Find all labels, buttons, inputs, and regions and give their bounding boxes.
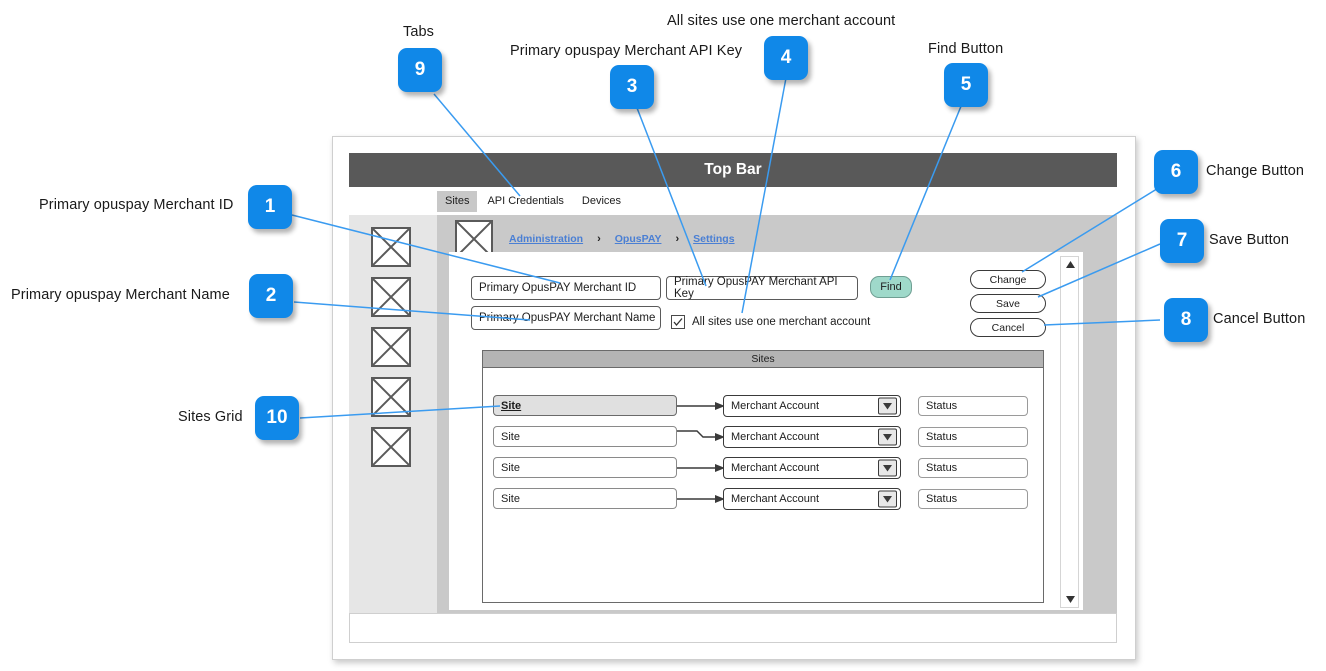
row-connector-arrow-icon (677, 495, 725, 503)
callout-badge-3: 3 (610, 65, 654, 109)
left-sidebar (349, 215, 437, 613)
sidebar-placeholder-icon[interactable] (371, 427, 411, 467)
sites-grid: Sites Site Merchant Account Status Site (482, 350, 1044, 603)
all-sites-one-account-row[interactable]: All sites use one merchant account (671, 315, 870, 329)
tab-strip: Sites API Credentials Devices (349, 187, 1117, 215)
site-field[interactable]: Site (493, 395, 677, 416)
callout-badge-1: 1 (248, 185, 292, 229)
all-sites-one-account-checkbox[interactable] (671, 315, 685, 329)
top-bar: Top Bar (349, 153, 1117, 187)
site-field[interactable]: Site (493, 457, 677, 478)
breadcrumb-link-opuspay[interactable]: OpusPAY (614, 233, 662, 245)
merchant-account-label: Merchant Account (731, 462, 820, 474)
callout-label-4: All sites use one merchant account (667, 13, 896, 29)
merchant-account-label: Merchant Account (731, 493, 820, 505)
sites-grid-title: Sites (483, 351, 1043, 368)
status-field[interactable]: Status (918, 396, 1028, 416)
callout-label-6: Change Button (1206, 163, 1305, 179)
callout-badge-5: 5 (944, 63, 988, 107)
callout-label-7: Save Button (1209, 232, 1290, 248)
callout-label-5: Find Button (928, 41, 1004, 57)
merchant-account-dropdown[interactable]: Merchant Account (723, 426, 901, 448)
top-bar-title: Top Bar (704, 161, 762, 178)
site-label: Site (501, 399, 522, 412)
merchant-account-dropdown[interactable]: Merchant Account (723, 457, 901, 479)
all-sites-one-account-label: All sites use one merchant account (692, 316, 871, 328)
breadcrumb-link-settings[interactable]: Settings (693, 233, 735, 245)
tab-sites[interactable]: Sites (437, 190, 478, 212)
merchant-account-label: Merchant Account (731, 431, 820, 443)
vertical-scrollbar[interactable] (1060, 256, 1079, 608)
chevron-right-icon: › (675, 233, 680, 245)
site-field[interactable]: Site (493, 488, 677, 509)
chevron-down-icon[interactable] (878, 459, 897, 477)
chevron-right-icon: › (597, 233, 601, 245)
table-row[interactable]: Site Merchant Account Status (493, 488, 1035, 510)
cancel-button[interactable]: Cancel (970, 318, 1046, 337)
save-button[interactable]: Save (970, 294, 1046, 313)
sidebar-placeholder-icon[interactable] (371, 277, 411, 317)
merchant-account-dropdown[interactable]: Merchant Account (723, 488, 901, 510)
chevron-down-icon[interactable] (878, 397, 897, 415)
sidebar-placeholder-icon[interactable] (371, 377, 411, 417)
callout-label-1: Primary opuspay Merchant ID (39, 197, 234, 213)
status-label: Status (926, 431, 958, 443)
row-connector-arrow-icon (677, 464, 725, 472)
table-row[interactable]: Site Merchant Account Status (493, 426, 1035, 448)
row-connector-arrow-icon (677, 402, 725, 410)
callout-badge-2: 2 (249, 274, 293, 318)
tab-devices[interactable]: Devices (581, 194, 622, 207)
callout-badge-6: 6 (1154, 150, 1198, 194)
window-footer (349, 613, 1117, 643)
table-row[interactable]: Site Merchant Account Status (493, 457, 1035, 479)
status-field[interactable]: Status (918, 489, 1028, 509)
find-button[interactable]: Find (870, 276, 912, 298)
sidebar-placeholder-icon[interactable] (371, 327, 411, 367)
tab-api-credentials[interactable]: API Credentials (487, 194, 564, 207)
scroll-up-arrow-icon[interactable] (1061, 257, 1080, 273)
callout-label-3: Primary opuspay Merchant API Key (510, 43, 743, 59)
callout-badge-8: 8 (1164, 298, 1208, 342)
status-label: Status (926, 400, 958, 412)
merchant-id-field[interactable]: Primary OpusPAY Merchant ID (471, 276, 661, 300)
callout-badge-9: 9 (398, 48, 442, 92)
scroll-down-arrow-icon[interactable] (1061, 591, 1080, 607)
callout-label-9: Tabs (403, 24, 435, 40)
status-field[interactable]: Status (918, 458, 1028, 478)
chevron-down-icon[interactable] (878, 428, 897, 446)
callout-badge-4: 4 (764, 36, 808, 80)
status-label: Status (926, 493, 958, 505)
site-field[interactable]: Site (493, 426, 677, 447)
change-button[interactable]: Change (970, 270, 1046, 289)
site-label: Site (501, 430, 520, 443)
callout-label-2: Primary opuspay Merchant Name (11, 287, 230, 303)
site-label: Site (501, 461, 520, 474)
table-row[interactable]: Site Merchant Account Status (493, 395, 1035, 417)
callout-badge-7: 7 (1160, 219, 1204, 263)
row-connector-arrow-icon (677, 430, 725, 441)
merchant-account-dropdown[interactable]: Merchant Account (723, 395, 901, 417)
sidebar-placeholder-icon[interactable] (371, 227, 411, 267)
status-label: Status (926, 462, 958, 474)
merchant-name-field[interactable]: Primary OpusPAY Merchant Name (471, 306, 661, 330)
site-label: Site (501, 492, 520, 505)
merchant-api-key-field[interactable]: Primary OpusPAY Merchant API Key (666, 276, 858, 300)
status-field[interactable]: Status (918, 427, 1028, 447)
callout-label-10: Sites Grid (178, 409, 243, 425)
callout-label-8: Cancel Button (1213, 311, 1306, 327)
callout-badge-10: 10 (255, 396, 299, 440)
breadcrumb-link-administration[interactable]: Administration (509, 233, 584, 245)
chevron-down-icon[interactable] (878, 490, 897, 508)
merchant-account-label: Merchant Account (731, 400, 820, 412)
